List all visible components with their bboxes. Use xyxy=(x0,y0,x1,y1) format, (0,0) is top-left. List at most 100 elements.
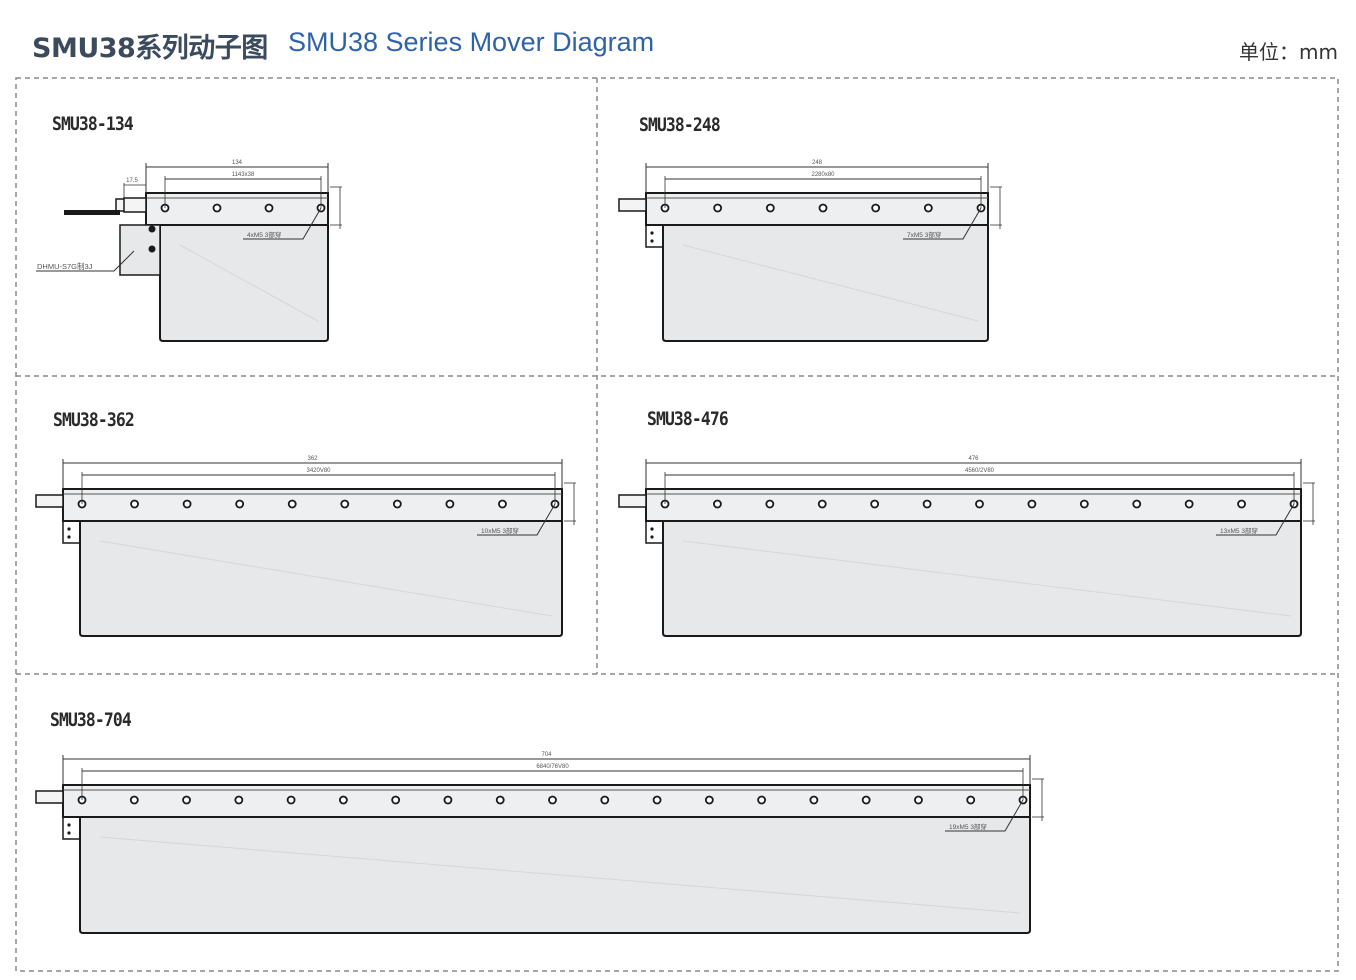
title-chinese: SMU38系列动子图 xyxy=(32,33,268,64)
hole-note-text: 4xM5 3部穿 xyxy=(247,230,281,239)
mounting-hole xyxy=(923,203,933,213)
mounting-hole xyxy=(765,499,775,509)
mover-body xyxy=(79,521,563,637)
dimension-pitch-text: 3420V80 xyxy=(306,468,331,474)
mounting-hole xyxy=(287,499,297,509)
bracket-screw xyxy=(67,535,71,539)
dimension-total-text: 704 xyxy=(541,752,552,758)
mover-body xyxy=(159,225,329,342)
dimension-pitch-text: 2280x80 xyxy=(811,172,835,178)
mounting-hole xyxy=(652,795,662,805)
dimension-pitch-text: 6840/76V80 xyxy=(536,764,569,770)
side-bracket xyxy=(62,521,80,544)
mounting-hole xyxy=(966,795,976,805)
cable-stub xyxy=(35,790,64,804)
body-reflection-line xyxy=(682,244,979,322)
connector-screw xyxy=(148,245,156,253)
mounting-hole xyxy=(1027,499,1037,509)
bracket-screw xyxy=(67,527,71,531)
connector-plug xyxy=(123,197,147,213)
bracket-screw xyxy=(650,535,654,539)
note-leader xyxy=(1216,503,1295,536)
page-header: SMU38系列动子图 SMU38 Series Mover Diagram 单位… xyxy=(0,0,1356,76)
mover-drawing-smu38-476: 476 4560/2V80 13xM5 3部穿 xyxy=(618,456,1315,637)
side-bracket xyxy=(645,521,663,544)
dimension-pitch-text: 1143x38 xyxy=(232,172,255,178)
dimension-offset-text: 17.5 xyxy=(126,178,138,184)
mounting-hole xyxy=(498,499,507,509)
mounting-hole xyxy=(757,795,767,805)
mounting-hole xyxy=(264,203,274,213)
panel-label-134: SMU38-134 xyxy=(52,113,134,135)
mounting-hole xyxy=(443,795,453,805)
dimension-pitch-text: 4560/2V80 xyxy=(965,468,995,474)
connector-cable xyxy=(64,210,120,215)
cable-stub xyxy=(618,198,647,212)
connector-screw xyxy=(148,225,156,233)
body-reflection-line xyxy=(682,540,1292,617)
mounting-hole xyxy=(1132,499,1142,509)
mounting-hole xyxy=(818,203,828,213)
mover-body xyxy=(662,521,1302,637)
mounting-hole xyxy=(765,203,775,213)
dimension-total-text: 362 xyxy=(307,456,318,462)
connector-leader xyxy=(36,250,135,272)
dimension-total-text: 134 xyxy=(232,160,243,166)
mounting-hole xyxy=(338,795,348,805)
hole-note-text: 13xM5 3部穿 xyxy=(1220,526,1258,535)
mounting-hole xyxy=(391,795,401,805)
mounting-hole xyxy=(713,203,723,213)
mounting-hole xyxy=(817,499,827,509)
bracket-screw xyxy=(650,527,654,531)
bracket-screw xyxy=(67,831,71,835)
hole-note-text: 10xM5 3部穿 xyxy=(481,526,519,535)
mounting-hole xyxy=(234,795,244,805)
body-reflection-line xyxy=(99,540,553,617)
mounting-hole xyxy=(1184,499,1194,509)
panel-label-704: SMU38-704 xyxy=(50,709,132,731)
mounting-hole xyxy=(861,795,871,805)
mounting-hole xyxy=(182,795,191,805)
mounting-hole xyxy=(130,499,139,509)
mover-drawing-smu38-362: 362 3420V80 10xM5 3部穿 xyxy=(35,456,576,637)
mover-body xyxy=(662,225,989,342)
dimension-total-text: 248 xyxy=(812,160,823,166)
cable-stub xyxy=(35,494,64,508)
mounting-hole xyxy=(713,499,722,509)
mounting-hole xyxy=(548,795,557,805)
mover-drawing-smu38-248: 248 2280x80 7xM5 3部穿 xyxy=(618,160,1002,342)
mounting-hole xyxy=(495,795,505,805)
mounting-hole xyxy=(922,499,932,509)
mover-drawing-smu38-704: 704 6840/76V80 19xM5 3部穿 xyxy=(35,752,1044,934)
dimension-total-text: 476 xyxy=(968,456,979,462)
body-reflection-line xyxy=(99,836,1021,914)
mounting-hole xyxy=(212,203,222,213)
mounting-hole xyxy=(445,499,455,509)
mounting-hole xyxy=(914,795,923,805)
hole-note-text: 7xM5 3部穿 xyxy=(907,230,941,239)
mounting-hole xyxy=(1237,499,1246,509)
note-leader xyxy=(945,799,1024,832)
unit-label: 单位：mm xyxy=(1239,40,1338,64)
hole-note-text: 19xM5 3部穿 xyxy=(949,822,987,831)
mounting-hole xyxy=(235,499,245,509)
mounting-hole xyxy=(340,499,350,509)
mounting-hole xyxy=(809,795,819,805)
bracket-screw xyxy=(650,231,654,235)
mounting-hole xyxy=(1079,499,1089,509)
mounting-hole xyxy=(286,795,296,805)
bracket-screw xyxy=(67,823,71,827)
mounting-hole xyxy=(182,499,192,509)
mounting-hole xyxy=(871,203,881,213)
mounting-hole xyxy=(600,795,610,805)
mounting-hole xyxy=(975,499,984,509)
panel-label-248: SMU38-248 xyxy=(639,114,721,136)
note-leader xyxy=(243,207,322,240)
panel-label-362: SMU38-362 xyxy=(53,409,135,431)
note-leader xyxy=(477,503,556,536)
title-english: SMU38 Series Mover Diagram xyxy=(288,27,655,57)
body-reflection-line xyxy=(179,244,319,322)
side-bracket xyxy=(62,817,80,840)
